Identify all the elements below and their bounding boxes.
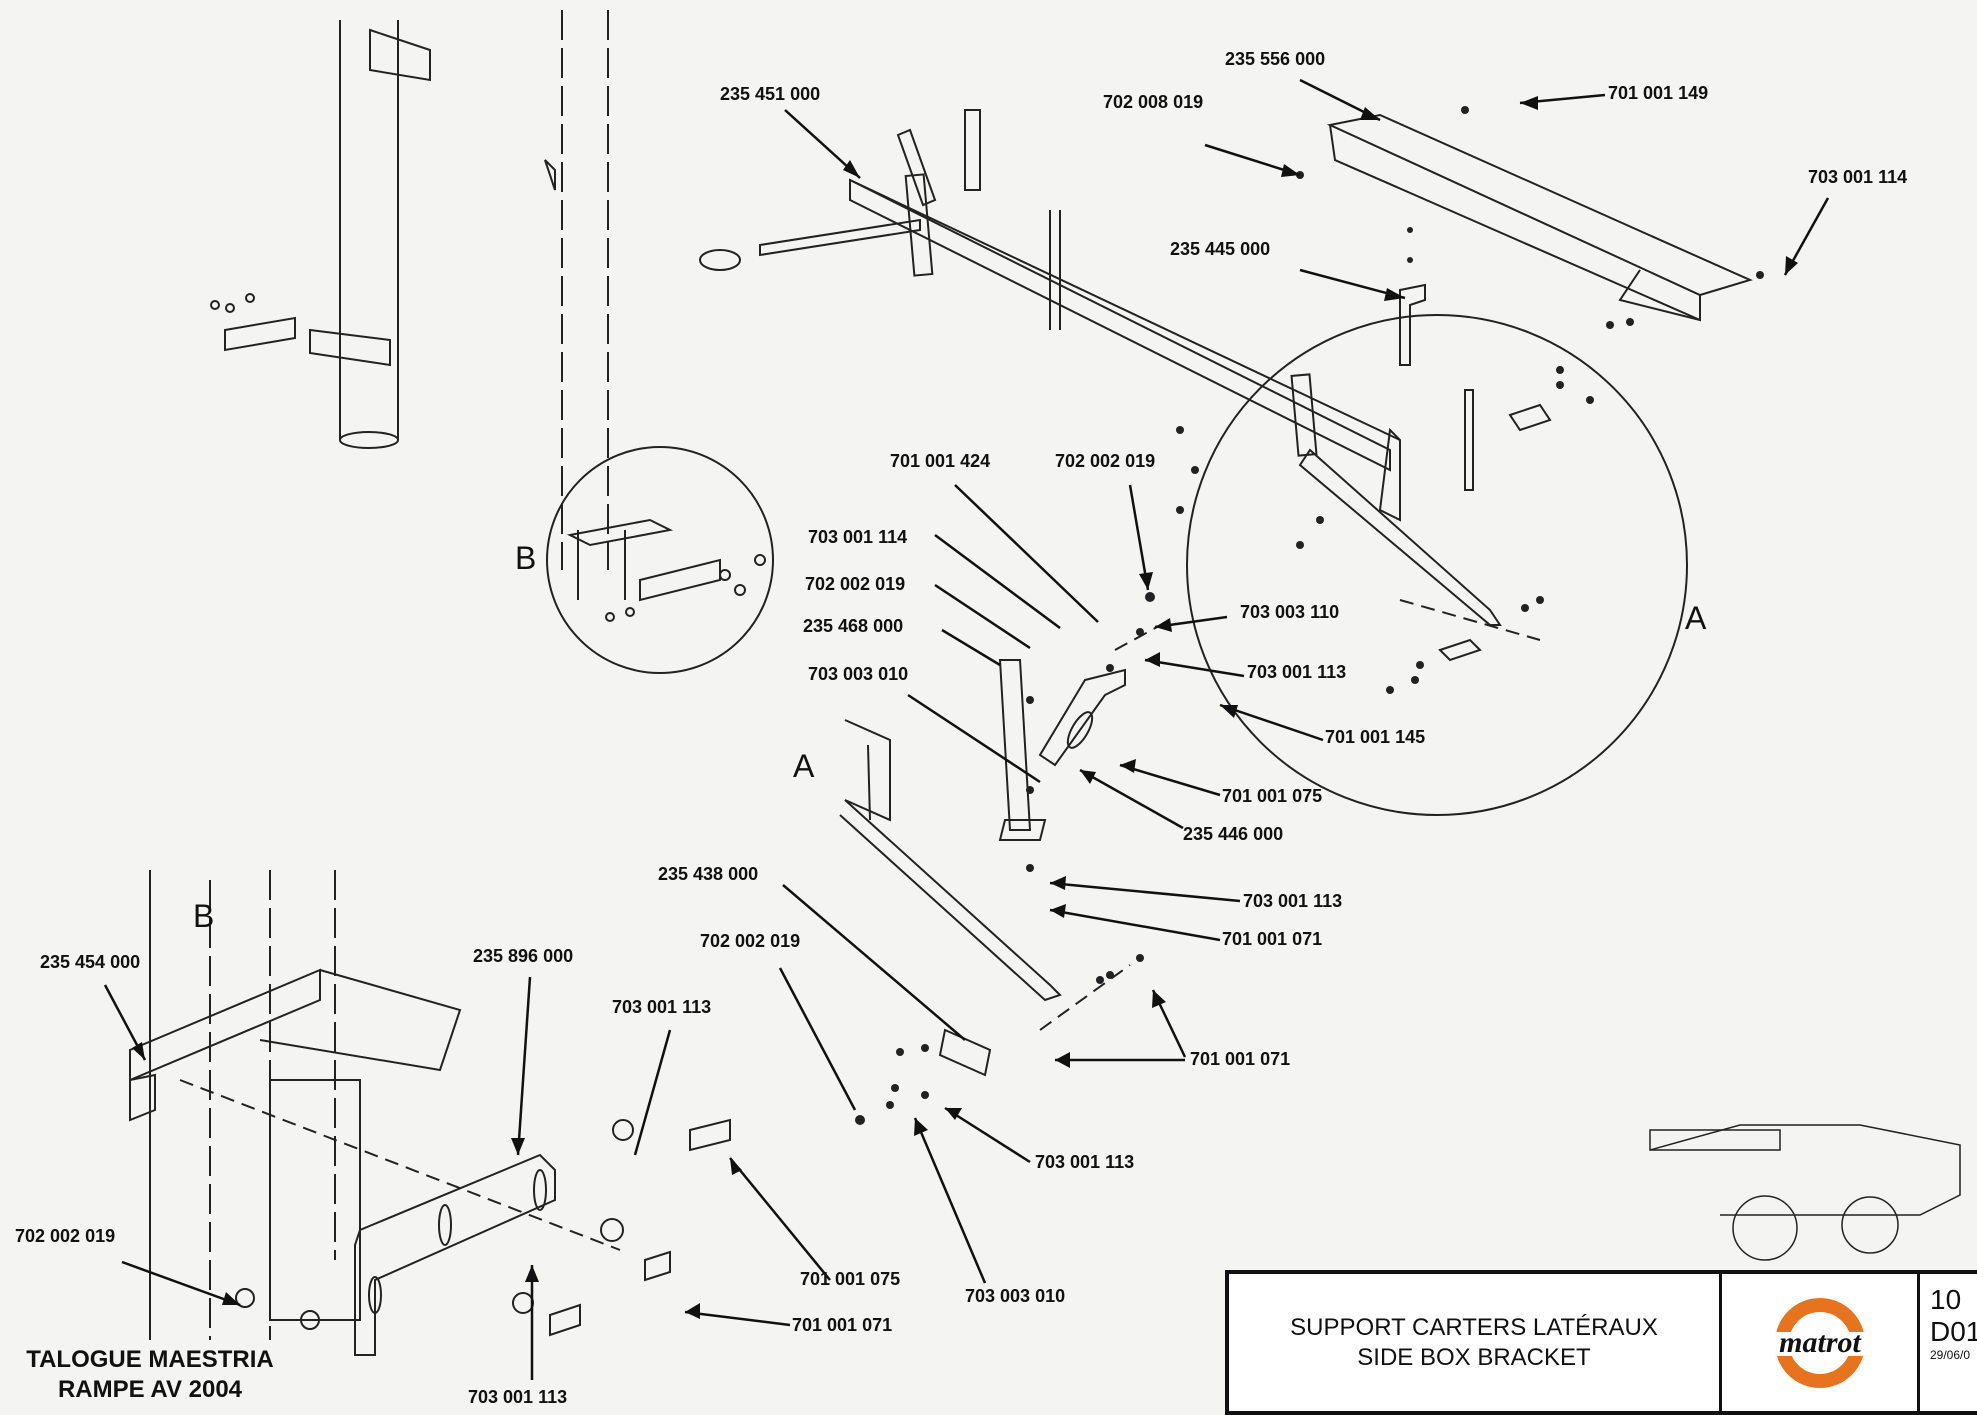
part-label: 701 001 075 bbox=[800, 1269, 901, 1289]
part-label: 702 002 019 bbox=[700, 931, 801, 951]
view-b-tubes bbox=[129, 870, 462, 1340]
title-english: SIDE BOX BRACKET bbox=[1357, 1343, 1591, 1371]
part-label: 703 001 113 bbox=[1243, 891, 1343, 911]
part-label: 235 556 000 bbox=[1225, 49, 1326, 69]
part-label: 702 002 019 bbox=[1055, 451, 1156, 471]
part-label: 235 445 000 bbox=[1170, 239, 1271, 259]
part-label: 703 003 010 bbox=[965, 1286, 1066, 1306]
part-label: 703 001 113 bbox=[468, 1387, 568, 1407]
reference-cell: 10 D01 29/06/0 bbox=[1920, 1274, 1977, 1411]
detail-letter-a-view: A bbox=[793, 748, 815, 784]
part-label: 235 438 000 bbox=[658, 864, 759, 884]
part-label: 235 454 000 bbox=[40, 952, 141, 972]
mast-tube-left bbox=[309, 20, 431, 449]
part-label: 703 003 110 bbox=[1240, 602, 1340, 622]
drawing-reference: D01 bbox=[1930, 1316, 1977, 1348]
part-label: 702 008 019 bbox=[1103, 92, 1204, 112]
catalogue-line-2: RAMPE AV 2004 bbox=[57, 1376, 243, 1403]
detail-letter-b-view: B bbox=[193, 898, 215, 934]
detail-letter-a-circle: A bbox=[1685, 600, 1707, 636]
title-cell: SUPPORT CARTERS LATÉRAUX SIDE BOX BRACKE… bbox=[1229, 1274, 1722, 1411]
part-label: 703 001 114 bbox=[808, 527, 908, 547]
logo-cell: matrot bbox=[1722, 1274, 1920, 1411]
matrot-logo-icon: matrot bbox=[1737, 1297, 1902, 1388]
part-label: 702 002 019 bbox=[15, 1226, 116, 1246]
drawing-date: 29/06/0 bbox=[1930, 1348, 1971, 1363]
bracket-235-896 bbox=[354, 1153, 556, 1356]
part-label: 701 001 071 bbox=[1190, 1049, 1291, 1069]
upright-235-468 bbox=[998, 659, 1047, 841]
part-label: 701 001 075 bbox=[1222, 786, 1323, 806]
svg-text:matrot: matrot bbox=[1779, 1326, 1862, 1359]
dash-lines bbox=[179, 599, 1541, 1251]
part-label: 701 001 071 bbox=[792, 1315, 893, 1335]
catalogue-line-1: TALOGUE MAESTRIA bbox=[26, 1346, 274, 1373]
leader-arrowheads bbox=[132, 96, 1798, 1319]
detail-circle-b bbox=[546, 446, 774, 674]
part-label: 702 002 019 bbox=[805, 574, 906, 594]
lower-arm-a-view bbox=[839, 719, 1062, 1002]
bracket-plate-small bbox=[210, 293, 296, 352]
part-label: 701 001 071 bbox=[1222, 929, 1323, 949]
part-label: 701 001 145 bbox=[1325, 727, 1426, 747]
fasteners-view-b bbox=[235, 1118, 731, 1337]
small-fasteners bbox=[855, 106, 1764, 1125]
part-label: 235 896 000 bbox=[473, 946, 574, 966]
side-box-cover bbox=[1326, 113, 1753, 322]
plate-235-438 bbox=[938, 1028, 992, 1077]
angle-bracket-235-446 bbox=[1038, 668, 1126, 767]
part-label: 703 001 113 bbox=[612, 997, 712, 1017]
mast-tube-right bbox=[561, 10, 609, 570]
diagonal-arm bbox=[1298, 448, 1502, 626]
part-label: 703 001 113 bbox=[1035, 1152, 1135, 1172]
part-label: 235 451 000 bbox=[720, 84, 821, 104]
part-label: 703 001 113 bbox=[1247, 662, 1347, 682]
catalogue-caption: TALOGUE MAESTRIA RAMPE AV 2004 bbox=[0, 1345, 300, 1405]
detail-circle-a bbox=[1186, 314, 1688, 816]
main-beam bbox=[699, 109, 1401, 522]
detail-letter-b-circle: B bbox=[515, 540, 537, 576]
part-label: 701 001 149 bbox=[1608, 83, 1709, 103]
part-label: 235 446 000 bbox=[1183, 824, 1284, 844]
title-french: SUPPORT CARTERS LATÉRAUX bbox=[1290, 1313, 1658, 1341]
page-number: 10 bbox=[1930, 1284, 1962, 1315]
support-bracket-445 bbox=[1399, 283, 1426, 366]
part-label: 235 468 000 bbox=[803, 616, 904, 636]
title-block: SUPPORT CARTERS LATÉRAUX SIDE BOX BRACKE… bbox=[1225, 1270, 1977, 1415]
sprayer-thumbnail bbox=[1649, 1124, 1961, 1261]
part-label: 703 001 114 bbox=[1808, 167, 1908, 187]
leader-lines bbox=[103, 78, 1830, 1380]
part-label: 703 003 010 bbox=[808, 664, 909, 684]
part-label: 701 001 424 bbox=[890, 451, 991, 471]
